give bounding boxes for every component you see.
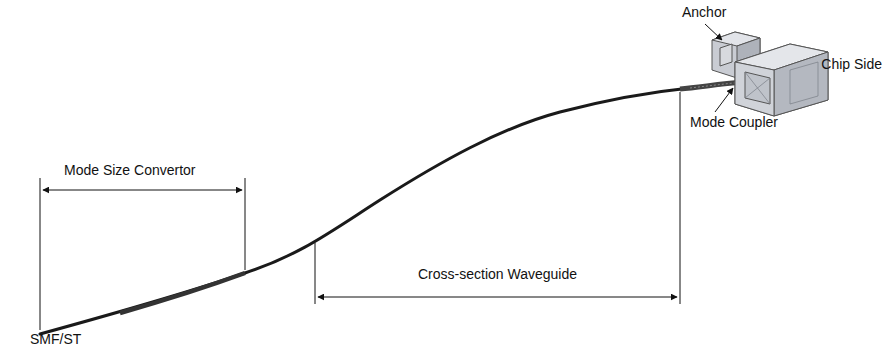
part-label: Anchor: [682, 4, 726, 20]
part-label: Mode Coupler: [690, 114, 778, 130]
dimension-label: Cross-section Waveguide: [418, 266, 577, 282]
part-label: Chip Side: [821, 56, 882, 72]
port-label: SMF/ST: [30, 331, 81, 347]
dimension-label: Mode Size Convertor: [64, 162, 196, 178]
